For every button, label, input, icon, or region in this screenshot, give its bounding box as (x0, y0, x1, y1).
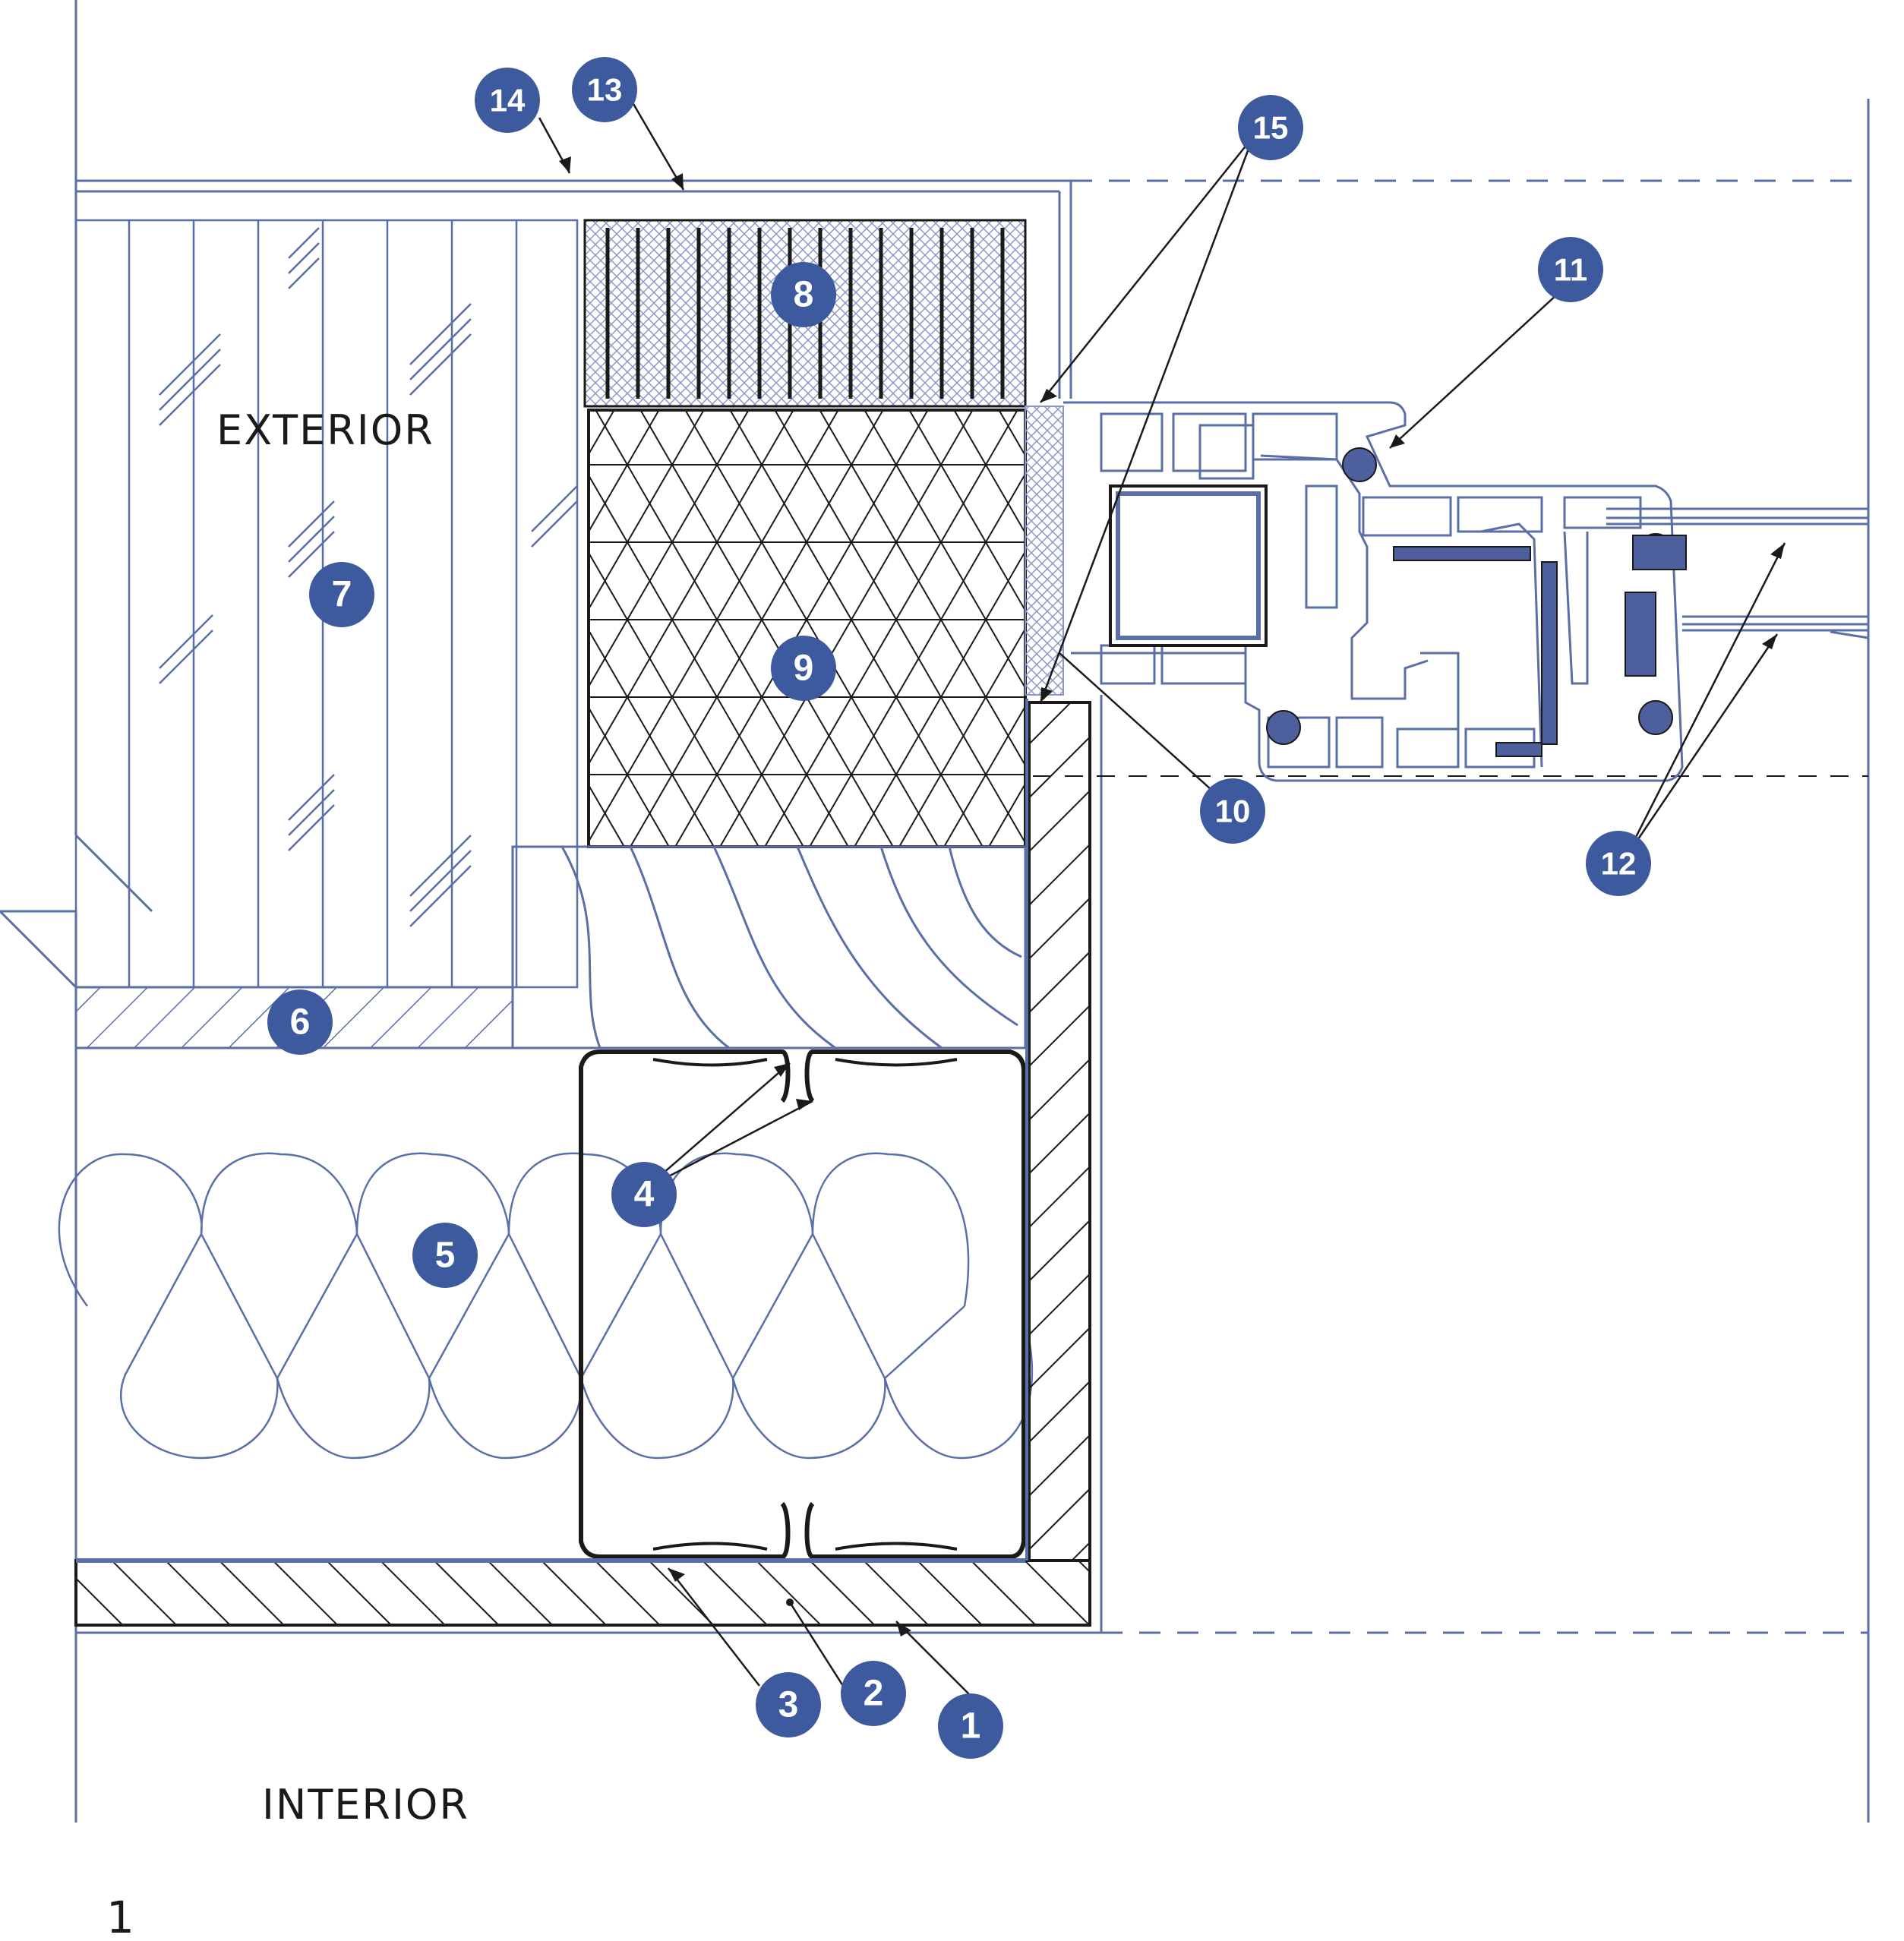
svg-text:1: 1 (961, 1706, 981, 1747)
wood-sill (511, 845, 1027, 1049)
exterior-label: EXTERIOR (216, 406, 434, 454)
callout-badge-9: 9 (771, 636, 836, 701)
svg-text:7: 7 (332, 575, 352, 615)
svg-text:15: 15 (1253, 110, 1289, 146)
figure-number: 1 (106, 1892, 136, 1941)
window-frame-profile (1063, 401, 1684, 782)
foam-tape-10 (1025, 406, 1064, 696)
leader-lines (538, 98, 1786, 1698)
callout-badge-5: 5 (412, 1223, 478, 1288)
callout-badge-6: 6 (267, 989, 333, 1055)
svg-text:8: 8 (794, 275, 814, 315)
svg-text:3: 3 (778, 1685, 799, 1725)
callout-badge-12: 12 (1586, 831, 1651, 896)
svg-text:4: 4 (634, 1175, 655, 1215)
callout-badge-7: 7 (309, 562, 374, 627)
interior-label: INTERIOR (262, 1781, 469, 1829)
svg-text:6: 6 (290, 1002, 311, 1043)
callout-badge-3: 3 (756, 1672, 821, 1737)
svg-text:9: 9 (794, 649, 814, 689)
callout-badge-2: 2 (841, 1661, 906, 1726)
leader-arrowheads (559, 156, 1785, 1636)
svg-text:13: 13 (587, 72, 623, 108)
callout-badge-1: 1 (938, 1693, 1003, 1759)
svg-text:10: 10 (1215, 794, 1251, 829)
return-board (1028, 701, 1091, 1562)
callout-badge-10: 10 (1200, 778, 1265, 844)
reference-dashed-lines (1071, 179, 1868, 1634)
insulation-batt-5 (58, 1152, 1034, 1460)
frame-gaskets (1266, 447, 1687, 757)
callout-badge-15: 15 (1238, 95, 1303, 160)
interior-board-2 (74, 1559, 1091, 1627)
svg-text:12: 12 (1601, 846, 1637, 882)
callout-badge-4: 4 (611, 1162, 677, 1227)
callout-badge-11: 11 (1538, 237, 1603, 302)
svg-text:2: 2 (864, 1674, 884, 1714)
svg-text:14: 14 (490, 83, 526, 118)
steel-studs-4 (579, 1049, 1026, 1559)
callout-badge-13: 13 (572, 57, 637, 122)
svg-text:5: 5 (435, 1236, 456, 1276)
glazing-units (1606, 507, 1869, 639)
wall-outline (0, 0, 1870, 1823)
callout-badge-8: 8 (771, 262, 836, 327)
svg-text:11: 11 (1554, 252, 1587, 288)
rigid-board-9 (587, 409, 1027, 848)
callout-badge-14: 14 (475, 68, 540, 133)
frame-steel-reinforcement (1109, 484, 1268, 647)
